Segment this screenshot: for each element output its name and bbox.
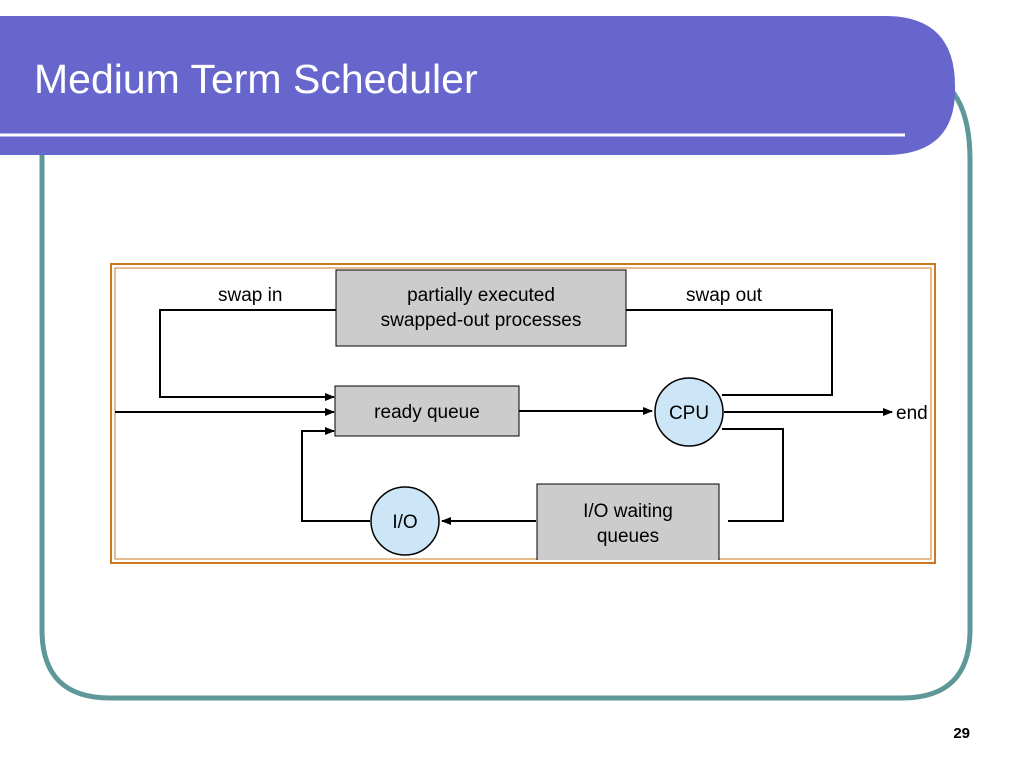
cpu-circle <box>654 377 724 447</box>
diagram-border-inner <box>114 267 932 560</box>
swapped-out-line-1: partially executed <box>407 285 555 306</box>
io-waiting-queues-box <box>536 483 720 560</box>
header-banner <box>0 16 955 155</box>
swap-out-label: swap out <box>686 285 763 306</box>
ready-queue-label: ready queue <box>374 402 480 423</box>
io-label: I/O <box>392 512 417 533</box>
page-number: 29 <box>953 725 970 742</box>
end-label: end <box>896 403 928 424</box>
slide-title: Medium Term Scheduler <box>34 56 478 102</box>
swapped-out-processes-box <box>335 269 627 347</box>
ready-queue-box <box>334 385 520 437</box>
content-frame-border <box>39 77 973 701</box>
swap-in-arrow <box>159 309 336 401</box>
swap-out-line <box>626 309 833 396</box>
io-waiting-line-2: queues <box>597 526 659 547</box>
cpu-label: CPU <box>669 403 709 424</box>
io-waiting-line-1: I/O waiting <box>583 501 673 522</box>
io-to-ready-arrow <box>301 427 370 522</box>
scheduler-diagram: partially executed swapped-out processes… <box>110 263 936 564</box>
swap-in-label: swap in <box>218 285 282 306</box>
cpu-to-io-queue-line <box>722 428 784 522</box>
swapped-out-line-2: swapped-out processes <box>381 310 582 331</box>
io-circle <box>370 486 440 556</box>
